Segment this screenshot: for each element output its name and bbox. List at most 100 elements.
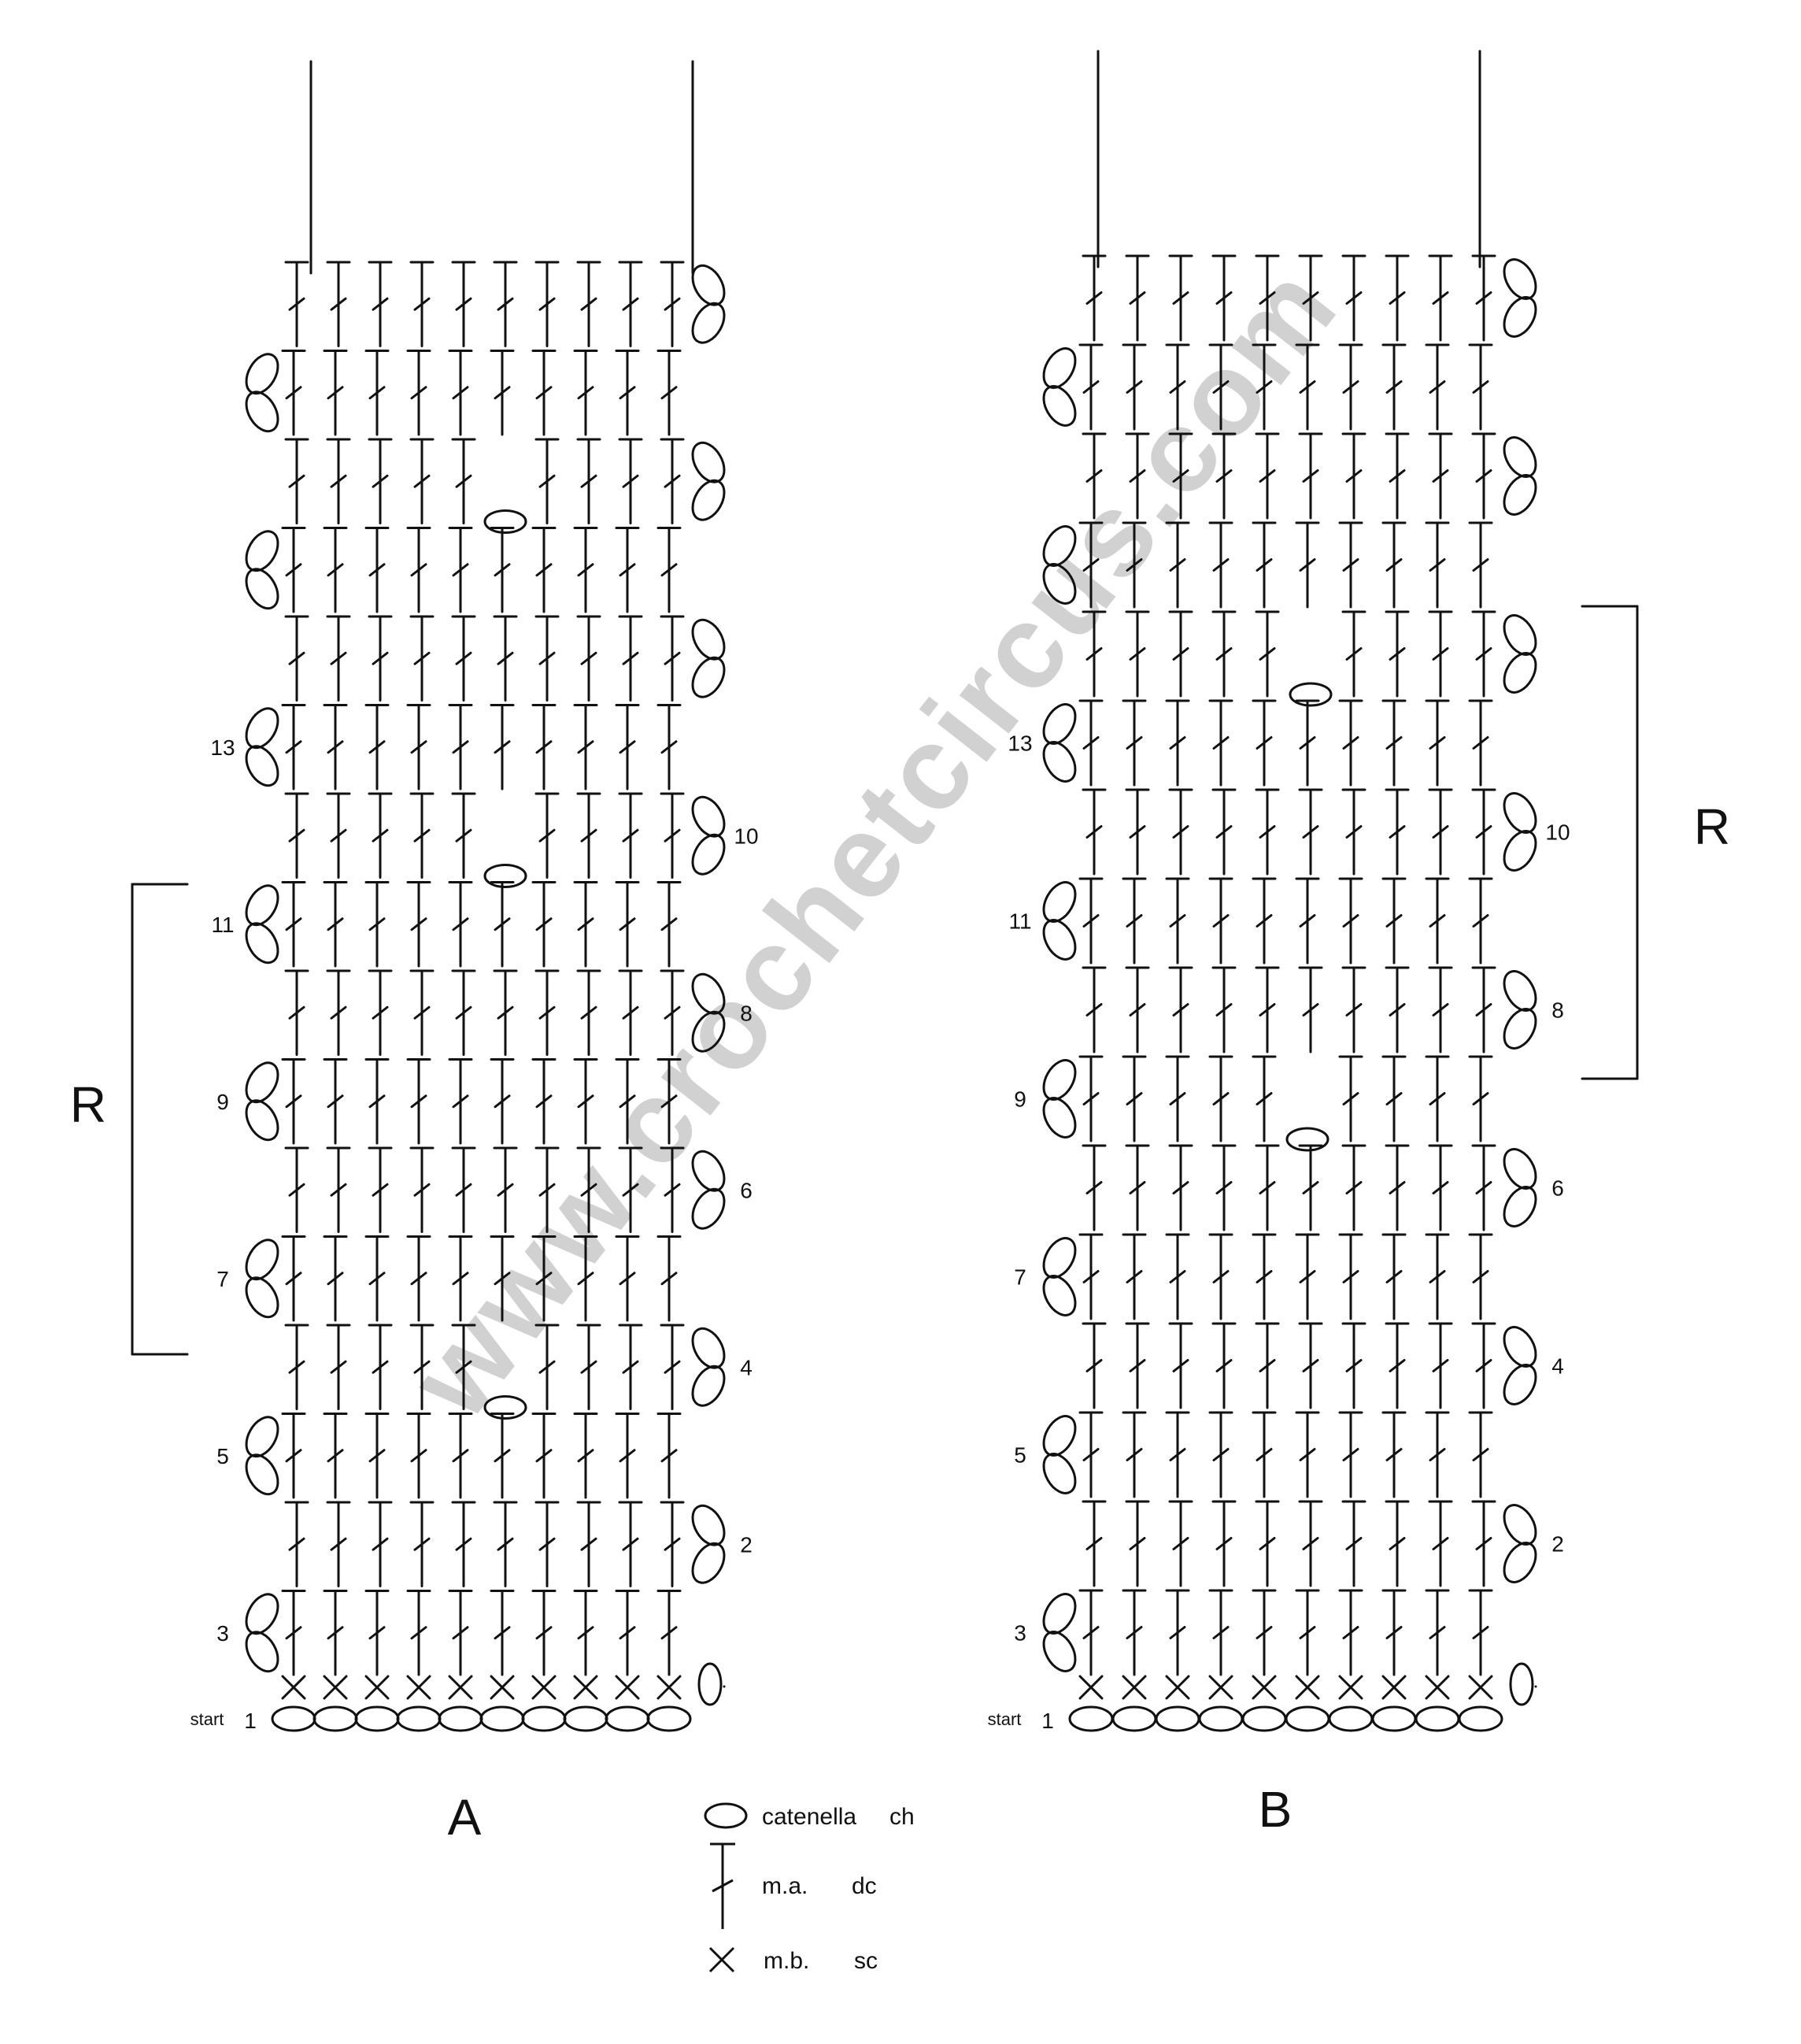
dc-slash-r8-1 <box>288 1183 305 1197</box>
dc-slash-r15-3 <box>368 563 386 577</box>
dc-slash-r15-9 <box>1429 558 1446 572</box>
dc-slash-r17-5 <box>1256 380 1273 394</box>
dc-slash-r18-7 <box>1345 291 1363 305</box>
dc-slash-r5-10 <box>660 1449 678 1463</box>
turning-chain-r3-b <box>245 1631 279 1673</box>
sc-stitch-1-b <box>1078 1675 1104 1700</box>
dc-slash-r12-7 <box>1345 825 1363 839</box>
dc-slash-r5-1 <box>1082 1448 1100 1461</box>
foundation-chain-4 <box>1198 1705 1244 1732</box>
dc-slash-r5-7 <box>1342 1448 1359 1461</box>
dc-slash-r15-7 <box>535 563 553 577</box>
dc-slash-r9-10 <box>660 1094 678 1109</box>
sc-stitch-2-b <box>1122 1675 1147 1700</box>
turning-chain-r15-b <box>245 568 279 610</box>
dc-slash-r3-8 <box>1385 1626 1403 1639</box>
dc-slash-r11-1 <box>1082 914 1100 928</box>
chain-space-row-14 <box>1289 682 1333 707</box>
legend-item-sc: m.b. sc <box>708 1946 878 1974</box>
dc-slash-r13-6 <box>1299 736 1316 750</box>
foundation-chain-2 <box>312 1705 358 1732</box>
dc-slash-r6-1 <box>288 1360 305 1374</box>
dc-slash-r12-8 <box>1389 825 1406 839</box>
dc-slash-r5-9 <box>1429 1448 1446 1461</box>
dc-slash-r11-8 <box>577 917 594 931</box>
dc-slash-r8-6 <box>497 1183 514 1197</box>
dc-slash-r10-10 <box>664 1005 681 1020</box>
turning-chain-r11-b <box>1042 919 1077 961</box>
turning-chain-r13-b <box>245 745 279 787</box>
dc-slash-r3-2 <box>1126 1626 1143 1639</box>
dc-slash-r14-4 <box>1215 647 1233 661</box>
dc-slash-r18-5 <box>1259 291 1276 305</box>
dc-slash-r5-2 <box>327 1449 344 1463</box>
turning-chain-r16-b <box>691 479 726 521</box>
dc-slash-r13-8 <box>1385 736 1403 750</box>
turning-chain-row-2 <box>1509 1662 1534 1706</box>
dc-slash-r8-10 <box>664 1183 681 1197</box>
dc-slash-r12-2 <box>330 828 347 842</box>
dc-slash-r11-5 <box>1256 914 1273 928</box>
dc-slash-r16-5 <box>455 474 472 488</box>
dc-slash-r6-10 <box>1475 1359 1492 1372</box>
turning-chain-r14-b <box>1503 652 1537 694</box>
dc-slash-r4-2 <box>330 1537 347 1551</box>
dc-slash-r7-2 <box>327 1272 344 1286</box>
dc-slash-r14-8 <box>1389 647 1406 661</box>
row-label-4: 2 <box>1551 1532 1564 1557</box>
dc-slash-r3-3 <box>368 1626 386 1640</box>
dc-slash-r12-5 <box>1259 825 1276 839</box>
dc-slash-r6-9 <box>1432 1359 1449 1372</box>
sc-stitch-4-b <box>406 1675 431 1700</box>
dc-slash-r13-9 <box>1429 736 1446 750</box>
dc-slash-r17-1 <box>285 386 302 400</box>
dc-slash-r10-1 <box>1085 1003 1103 1016</box>
legend-sc-it: m.b. <box>764 1948 809 1974</box>
turning-chain-r7-a <box>245 1239 279 1281</box>
dc-slash-r8-5 <box>455 1183 472 1197</box>
turning-chain-r13-a <box>245 707 279 750</box>
dc-slash-r16-9 <box>1432 469 1449 483</box>
dc-slash-r7-7 <box>535 1272 553 1286</box>
turning-chain-r16-a <box>1503 436 1537 478</box>
dc-slash-r11-4 <box>410 917 427 931</box>
turning-chain-r11-a <box>1042 881 1077 923</box>
foundation-chain-8 <box>1371 1705 1417 1732</box>
turning-chain-r3-b <box>1042 1631 1077 1672</box>
turning-chain-r15-b <box>1042 563 1077 605</box>
dc-slash-r9-1 <box>285 1094 302 1109</box>
sc-stitch-6-b <box>490 1675 515 1700</box>
dc-slash-r3-7 <box>1342 1626 1359 1639</box>
dc-slash-r6-7 <box>538 1360 556 1374</box>
dc-slash-r16-7 <box>1345 469 1363 483</box>
dc-slash-r3-10 <box>660 1626 678 1640</box>
dc-slash-r5-6 <box>1299 1448 1316 1461</box>
row-label-9: 9 <box>216 1090 229 1114</box>
row-label-11: 11 <box>1008 909 1031 934</box>
dc-slash-r11-3 <box>368 917 386 931</box>
start-word: start <box>988 1709 1022 1729</box>
turning-chain-r3-a <box>1042 1593 1077 1635</box>
dc-slash-r9-2 <box>1126 1092 1143 1105</box>
turning-chain-r12-b <box>691 833 726 876</box>
dc-slash-r5-3 <box>1169 1448 1186 1461</box>
dc-slash-r5-4 <box>1212 1448 1230 1461</box>
dc-slash-r7-9 <box>619 1272 636 1286</box>
dc-slash-r12-9 <box>622 828 639 842</box>
turning-chain-r17-a <box>245 353 279 395</box>
dc-slash-r18-1 <box>288 297 305 311</box>
dc-slash-r7-3 <box>1169 1270 1186 1283</box>
turning-chain-r9-b <box>245 1099 279 1142</box>
dc-slash-r12-7 <box>538 828 556 842</box>
dc-slash-r10-4 <box>1215 1003 1233 1016</box>
dc-slash-r10-6 <box>497 1005 514 1020</box>
row-label-9: 9 <box>1014 1087 1026 1112</box>
dc-slash-r15-2 <box>1126 558 1143 572</box>
dc-slash-r14-5 <box>1259 647 1276 661</box>
dc-slash-r16-5 <box>1259 469 1276 483</box>
row-label-12: 10 <box>1545 820 1570 845</box>
dc-slash-r7-6 <box>494 1272 511 1286</box>
dc-slash-r17-4 <box>1212 380 1230 394</box>
